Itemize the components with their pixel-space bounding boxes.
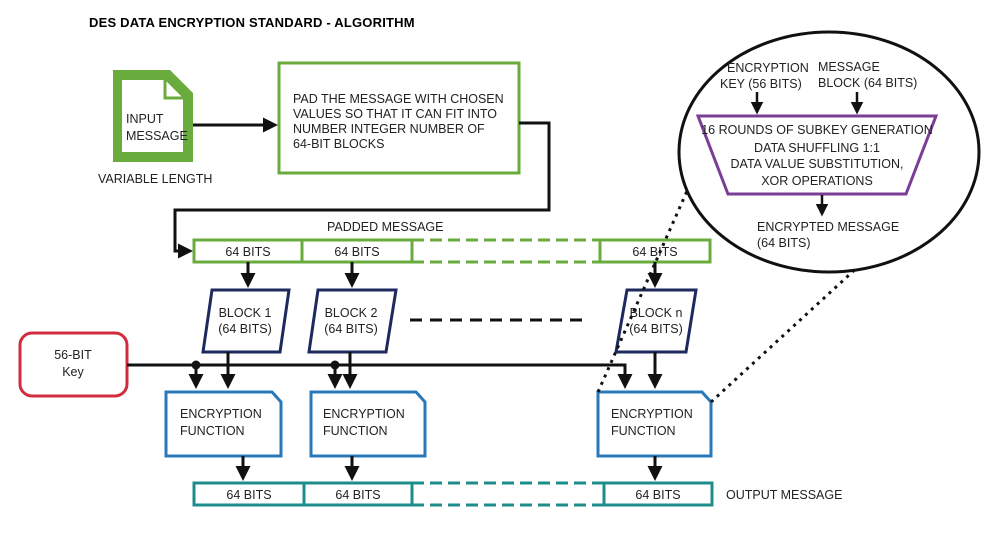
output-cell [302,481,414,507]
detail-output: (64 BITS) [757,236,811,250]
detail-process-text: 16 ROUNDS OF SUBKEY GENERATION [701,123,933,137]
block-1 [201,288,291,354]
detail-key-input: ENCRYPTION [727,61,809,75]
input-document-icon [113,70,193,162]
encryption-function-n [596,390,713,458]
block-2 [307,288,398,354]
block-label: (64 BITS) [629,322,683,336]
detail-output: ENCRYPTED MESSAGE [757,220,899,234]
block-label: BLOCK 1 [219,306,272,320]
output-cell-text: 64 BITS [226,488,271,502]
padded-message-label: PADDED MESSAGE [327,220,443,234]
block-label: BLOCK 2 [325,306,378,320]
block-label: (64 BITS) [324,322,378,336]
output-message-label: OUTPUT MESSAGE [726,488,842,502]
key-label: Key [62,365,84,379]
arrow-pad-to-padded [173,121,551,259]
input-label: INPUT [126,112,164,126]
detail-key-input: KEY (56 BITS) [720,77,802,91]
encryption-function-label: ENCRYPTION [611,407,693,421]
key-line [127,363,633,389]
encryption-function-label: FUNCTION [180,424,245,438]
output-cell-text: 64 BITS [335,488,380,502]
padded-cell-text: 64 BITS [225,245,270,259]
zoom-line [596,154,705,393]
encryption-function-1 [164,390,283,458]
input-caption: VARIABLE LENGTH [98,172,212,186]
output-cell [602,481,714,507]
padded-cell-text: 64 BITS [334,245,379,259]
pad-step-box [277,61,521,175]
encryption-function-label: FUNCTION [611,424,676,438]
encryption-function-2 [309,390,427,458]
block-n [614,288,698,354]
padded-cell [300,238,414,264]
output-cell-text: 64 BITS [635,488,680,502]
pad-step-text: 64-BIT BLOCKS [293,137,384,151]
detail-block-input: MESSAGE [818,60,880,74]
zoom-line [709,228,900,404]
encryption-function-label: ENCRYPTION [180,407,262,421]
detail-process-text: DATA VALUE SUBSTITUTION, [731,157,904,171]
key-label: 56-BIT [54,348,92,362]
detail-process-box [695,114,939,196]
detail-process-text: DATA SHUFFLING 1:1 [754,141,880,155]
output-message-row [192,481,714,507]
pad-step-text: VALUES SO THAT IT CAN FIT INTO [293,107,497,121]
padded-cell-text: 64 BITS [632,245,677,259]
encryption-function-label: ENCRYPTION [323,407,405,421]
pad-step-text: PAD THE MESSAGE WITH CHOSEN [293,92,504,106]
block-label: BLOCK n [630,306,683,320]
pad-step-text: NUMBER INTEGER NUMBER OF [293,122,485,136]
detail-block-input: BLOCK (64 BITS) [818,76,917,90]
detail-process-text: XOR OPERATIONS [761,174,873,188]
diagram-title: DES DATA ENCRYPTION STANDARD - ALGORITHM [89,15,415,30]
input-label: MESSAGE [126,129,188,143]
encryption-function-label: FUNCTION [323,424,388,438]
block-label: (64 BITS) [218,322,272,336]
